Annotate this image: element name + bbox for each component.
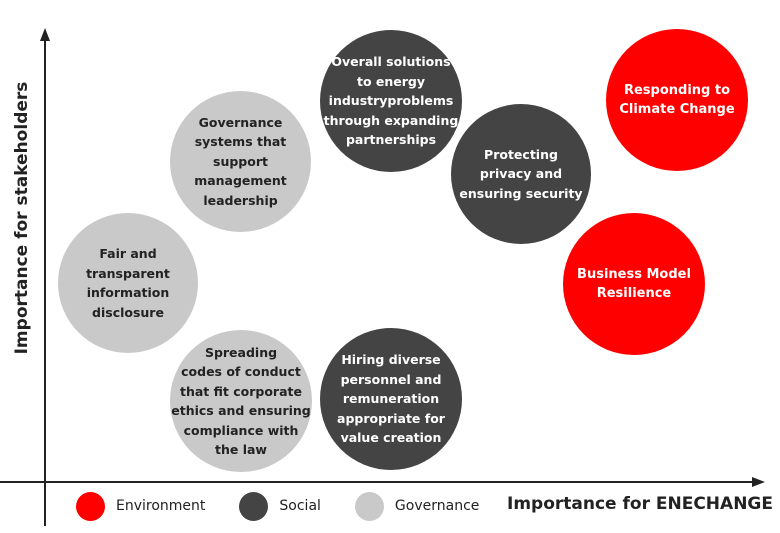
bubble-hiring-diverse-personnel: Hiring diverse personnel and remuneratio… — [320, 328, 462, 470]
bubble-codes-of-conduct: Spreading codes of conduct that fit corp… — [170, 330, 312, 472]
legend-item-governance: Governance — [354, 491, 480, 521]
bubble-business-model-resilience: Business Model Resilience — [563, 213, 705, 355]
bubble-label: Protecting privacy and ensuring security — [459, 146, 583, 201]
y-axis-label: Importance for stakeholders — [12, 81, 32, 355]
legend: Environment Social Governance — [76, 490, 513, 522]
legend-item-social: Social — [239, 491, 321, 521]
x-axis-label: Importance for ENECHANGE — [507, 494, 773, 514]
legend-label: Governance — [394, 498, 480, 514]
legend-swatch-environment — [76, 491, 105, 521]
bubble-label: Responding to Climate Change — [619, 82, 735, 118]
bubble-protecting-privacy: Protecting privacy and ensuring security — [451, 104, 591, 244]
legend-label: Social — [279, 498, 321, 514]
bubble-label: Spreading codes of conduct that fit corp… — [171, 344, 311, 458]
bubble-fair-transparent-disclosure: Fair and transparent information disclos… — [58, 213, 198, 353]
x-axis-arrowhead — [752, 477, 765, 487]
bubble-label: Governance systems that support manageme… — [194, 114, 287, 208]
bubble-label: Hiring diverse personnel and remuneratio… — [337, 352, 445, 446]
bubble-label: Business Model Resilience — [577, 266, 691, 302]
y-axis-arrowhead — [40, 28, 50, 41]
legend-item-environment: Environment — [76, 491, 206, 521]
bubble-label: Fair and transparent information disclos… — [86, 246, 170, 320]
legend-swatch-social — [239, 491, 269, 521]
legend-swatch-governance — [354, 491, 384, 521]
bubble-label: Overall solutions to energy industryprob… — [323, 54, 459, 148]
bubble-overall-solutions: Overall solutions to energy industryprob… — [320, 30, 462, 172]
legend-label: Environment — [116, 498, 206, 514]
bubble-governance-systems: Governance systems that support manageme… — [170, 91, 311, 232]
bubble-responding-to-climate-change: Responding to Climate Change — [606, 29, 748, 171]
